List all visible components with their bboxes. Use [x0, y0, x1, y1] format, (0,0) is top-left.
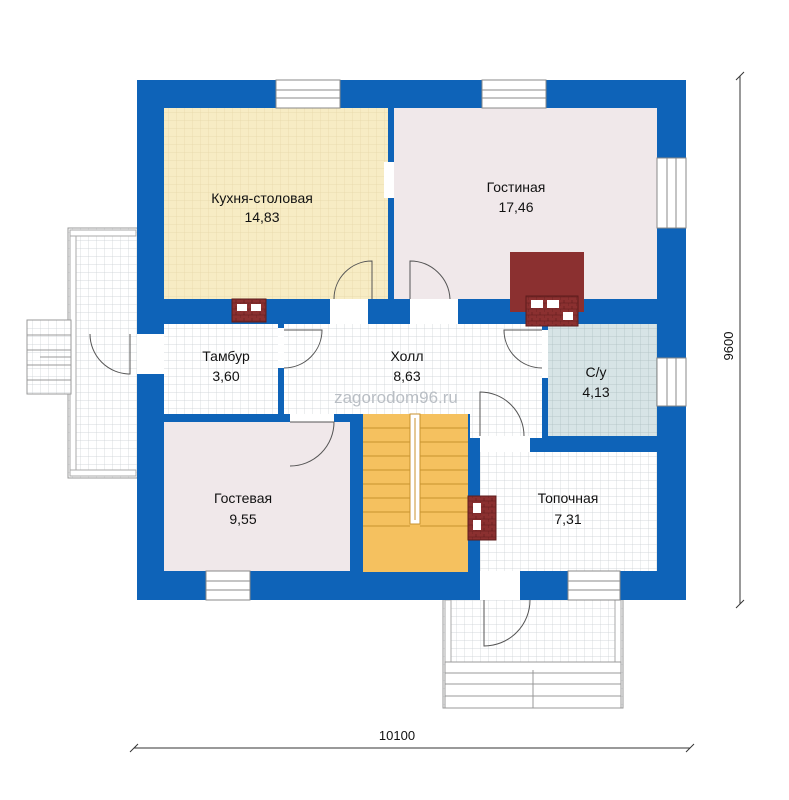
room-living-label: Гостиная 17,46: [487, 179, 546, 215]
height-label: 9600: [721, 332, 736, 361]
room-area: 7,31: [554, 511, 581, 527]
room-area: 9,55: [229, 511, 256, 527]
furnace-floor: [480, 452, 657, 571]
room-name: Тамбур: [202, 348, 250, 364]
room-name: Топочная: [538, 490, 599, 506]
bathroom-floor: [548, 324, 657, 436]
room-name: Гостиная: [487, 179, 546, 195]
chimney: [231, 252, 584, 541]
room-name: Холл: [391, 348, 424, 364]
height-dimension: [735, 71, 745, 609]
room-bathroom-label: С/у 4,13: [582, 364, 609, 400]
room-area: 3,60: [212, 368, 239, 384]
width-label: 10100: [379, 728, 415, 743]
staircase: [363, 413, 468, 572]
guest-floor: [164, 422, 350, 571]
room-hall-label: Холл 8,63: [391, 348, 424, 384]
room-name: Кухня-столовая: [211, 190, 313, 206]
room-tambur-label: Тамбур 3,60: [202, 348, 250, 384]
room-name: Гостевая: [214, 490, 272, 506]
hall-lower-floor: [470, 414, 542, 438]
room-kitchen-label: Кухня-столовая 14,83: [211, 190, 313, 225]
watermark: zagorodom96.ru: [334, 388, 458, 407]
room-area: 8,63: [393, 368, 420, 384]
room-furnace-label: Топочная 7,31: [538, 490, 599, 527]
bottom-porch: [442, 597, 624, 709]
tambur-floor: [164, 324, 278, 414]
width-dimension: [129, 743, 695, 753]
door-swings: [89, 260, 543, 647]
left-terrace: [26, 227, 139, 479]
room-area: 4,13: [582, 384, 609, 400]
room-guest-label: Гостевая 9,55: [214, 490, 272, 527]
hall-floor: [284, 324, 542, 414]
room-name: С/у: [586, 364, 607, 380]
room-area: 14,83: [244, 209, 279, 225]
windows: [205, 79, 687, 601]
room-area: 17,46: [498, 199, 533, 215]
